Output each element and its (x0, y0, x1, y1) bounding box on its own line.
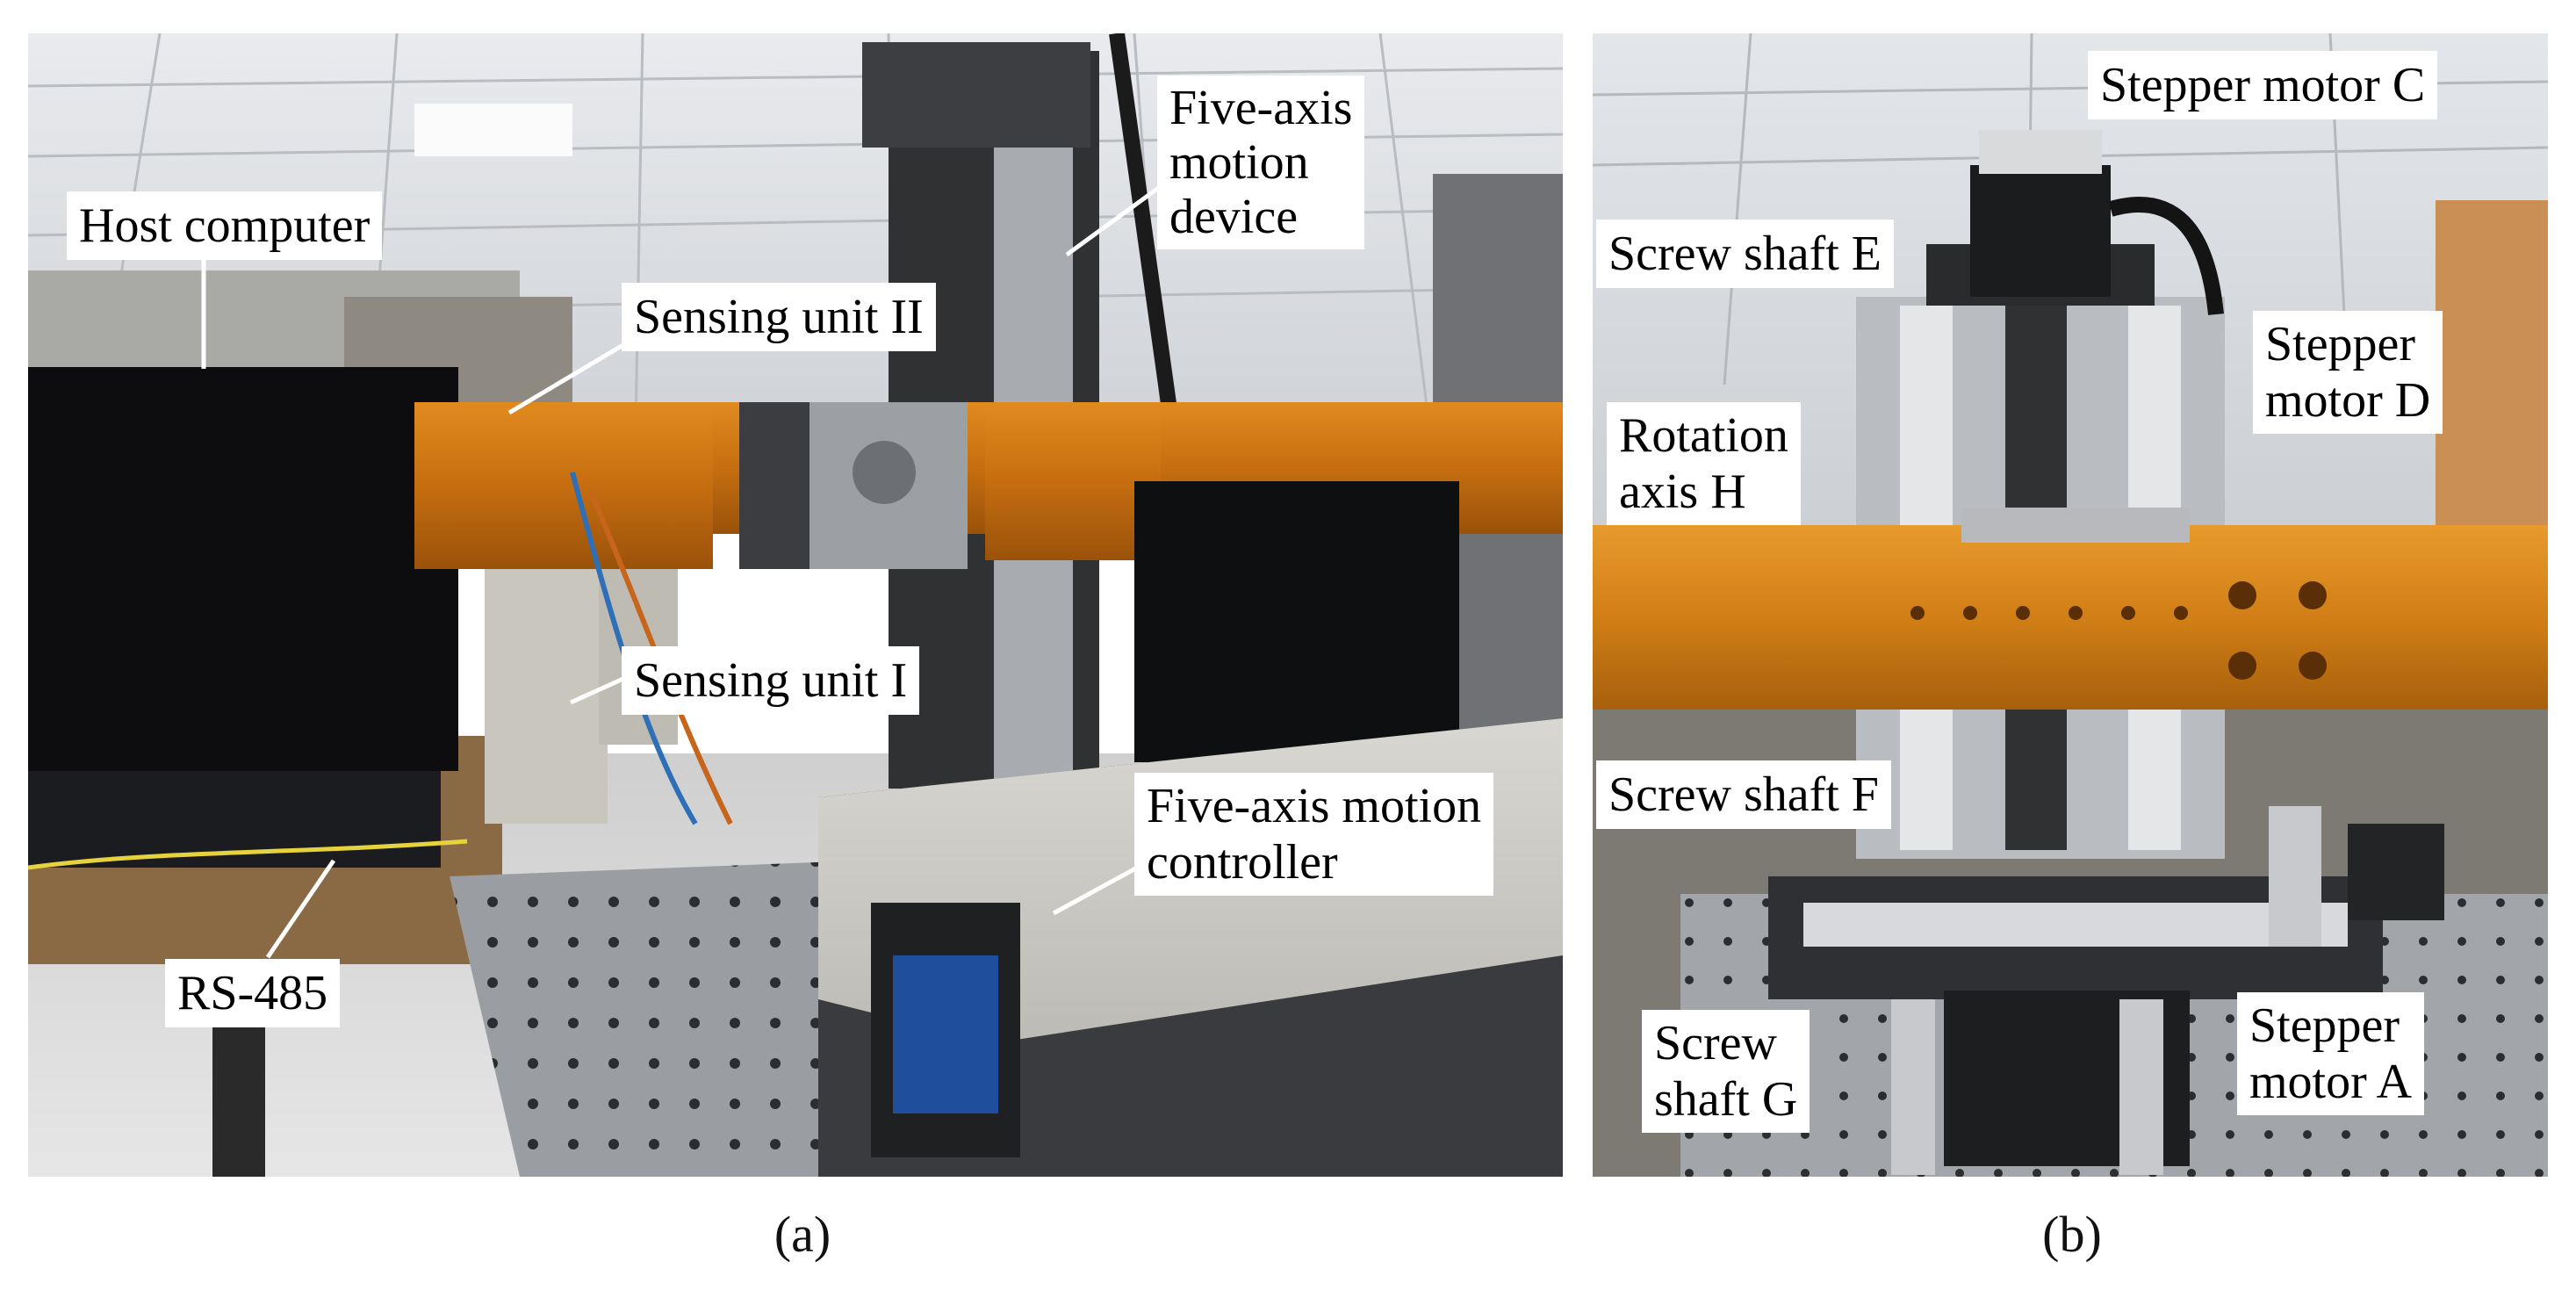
controller-line-1: Five-axis motion (1147, 779, 1482, 833)
label-screw-shaft-e: Screw shaft E (1596, 220, 1895, 288)
label-stepper-motor-a: Stepper motor A (2237, 992, 2425, 1115)
stepper-d-line-1: Stepper (2265, 317, 2416, 371)
label-rotation-axis-h: Rotation axis H (1607, 402, 1801, 525)
rotation-h-line-2: axis H (1619, 465, 1746, 519)
rotation-h-line-1: Rotation (1619, 408, 1788, 463)
label-stepper-motor-c: Stepper motor C (2088, 51, 2438, 119)
caption-b: (b) (2042, 1206, 2102, 1263)
label-screw-shaft-f: Screw shaft F (1596, 760, 1891, 829)
stepper-d-line-2: motor D (2265, 373, 2431, 428)
label-screw-shaft-g: Screw shaft G (1642, 1010, 1810, 1133)
five-axis-device-line-3: device (1169, 190, 1299, 244)
label-five-axis-controller: Five-axis motion controller (1134, 773, 1494, 896)
label-sensing-unit-2: Sensing unit II (622, 283, 936, 351)
label-rs485: RS-485 (165, 959, 341, 1027)
five-axis-device-line-1: Five-axis (1169, 81, 1353, 135)
label-five-axis-device: Five-axis motion device (1157, 76, 1365, 249)
stepper-a-line-2: motor A (2249, 1055, 2413, 1109)
label-sensing-unit-1: Sensing unit I (622, 646, 920, 715)
caption-a: (a) (774, 1206, 831, 1263)
screw-g-line-2: shaft G (1654, 1072, 1798, 1127)
five-axis-device-line-2: motion (1169, 135, 1309, 190)
controller-line-2: controller (1147, 835, 1338, 890)
label-host-computer: Host computer (67, 191, 383, 260)
label-stepper-motor-d: Stepper motor D (2253, 311, 2443, 434)
screw-g-line-1: Screw (1654, 1016, 1777, 1070)
stepper-a-line-1: Stepper (2249, 998, 2400, 1053)
